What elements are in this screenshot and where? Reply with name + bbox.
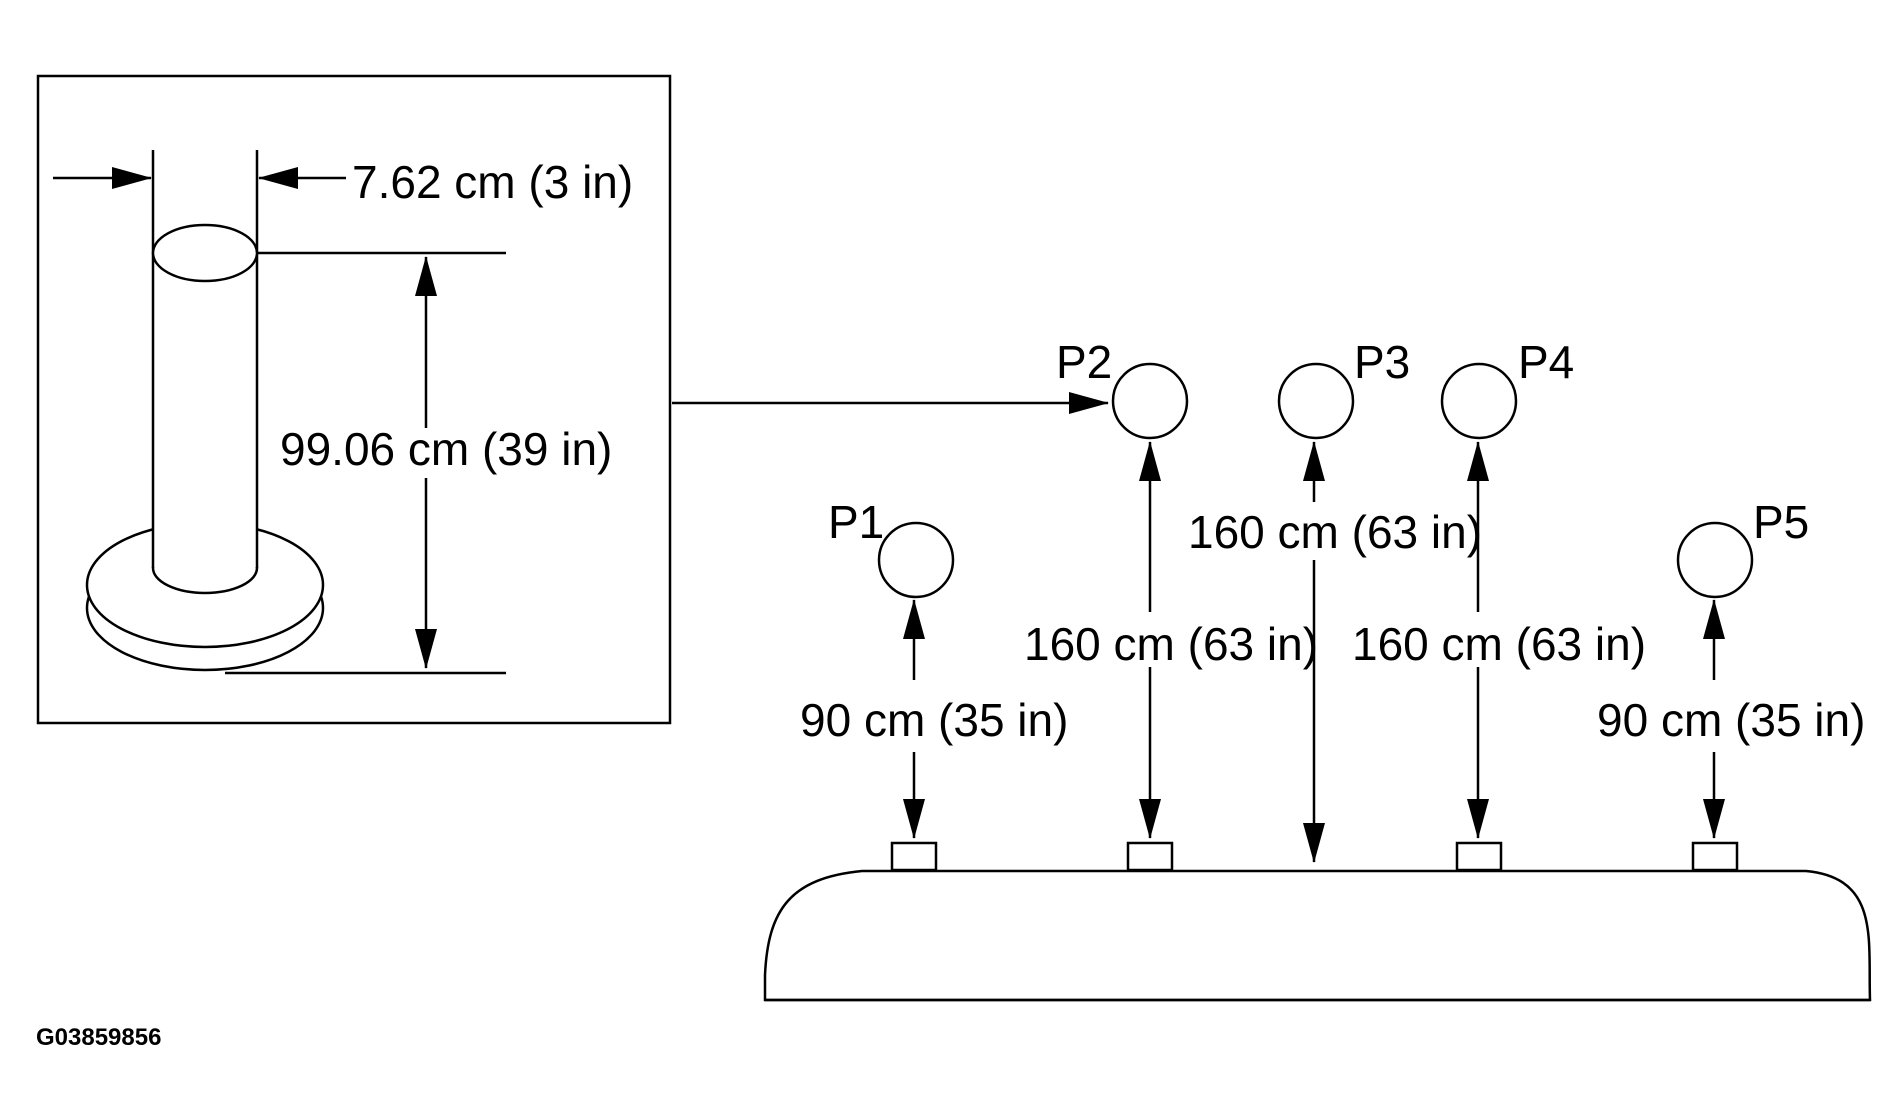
inset-frame [36,74,672,725]
p2-label: P2 [1056,336,1112,388]
pole-height-label: 99.06 cm (39 in) [280,423,612,475]
p5-height-label: 90 cm (35 in) [1597,694,1865,746]
p3-circle [1277,362,1355,440]
p4-label: P4 [1518,336,1574,388]
p1-height-label: 90 cm (35 in) [800,694,1068,746]
position-p3: P3 160 cm (63 in) [1188,336,1482,863]
sensor-block-p1 [890,841,938,872]
p5-label: P5 [1753,496,1809,548]
pole-diameter-label: 7.62 cm (3 in) [352,156,633,208]
position-p2: P2 160 cm (63 in) [1024,336,1318,839]
pole-diameter-dimension: 7.62 cm (3 in) [53,156,633,208]
p3-height-label: 160 cm (63 in) [1188,506,1482,558]
p4-circle [1440,362,1518,440]
pole-cylinder [151,150,259,595]
figure-code: G03859856 [36,1024,161,1051]
position-p5: P5 90 cm (35 in) [1597,496,1865,839]
pole-detail-inset: 7.62 cm (3 in) 99.06 cm (39 in) [36,74,672,725]
pole-height-dimension: 99.06 cm (39 in) [225,251,612,675]
p4-height-label: 160 cm (63 in) [1352,618,1646,670]
p1-circle [877,521,955,599]
p3-label: P3 [1354,336,1410,388]
sensor-block-p5 [1691,841,1739,872]
p2-height-label: 160 cm (63 in) [1024,618,1318,670]
position-p4: P4 160 cm (63 in) [1352,336,1646,839]
position-p1: P1 90 cm (35 in) [800,496,1068,839]
p5-circle [1676,521,1754,599]
sensor-block-p2 [1126,841,1174,872]
p1-label: P1 [828,496,884,548]
p2-circle [1111,362,1189,440]
vehicle-profile [763,869,1872,1002]
sensor-markers [890,841,1739,872]
sensor-block-p4 [1455,841,1503,872]
